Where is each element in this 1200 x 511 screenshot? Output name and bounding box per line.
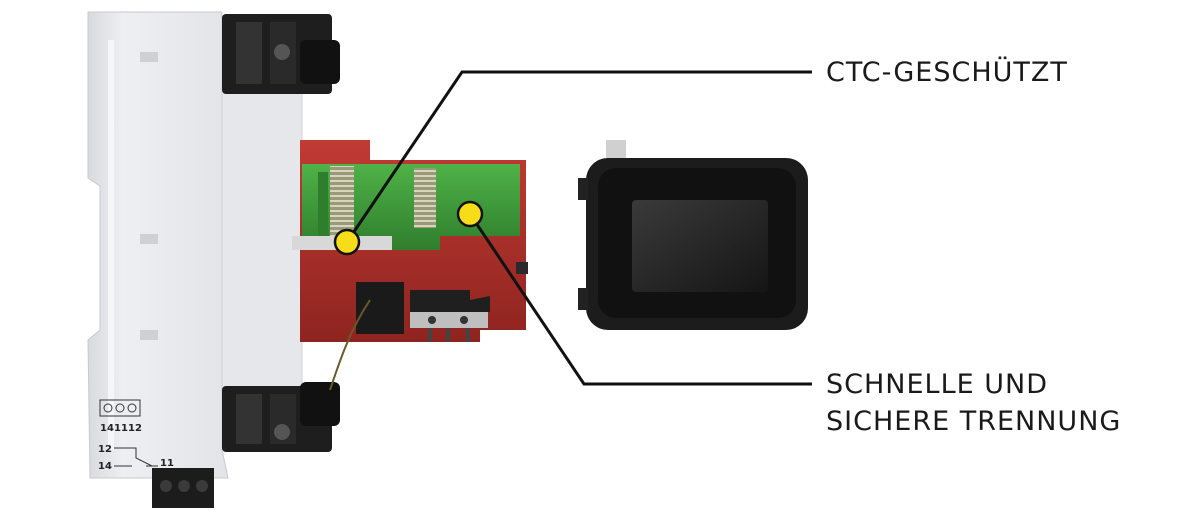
callout-trennung-line-2: SICHERE TRENNUNG [826,406,1122,437]
terminal-markings: 14 11 12 12 14 11 [98,399,174,472]
terminal-block-top [222,14,340,94]
marker-ctc [333,228,361,256]
connector-plug [152,468,214,508]
callout-label-trennung: SCHNELLE UND SICHERE TRENNUNG [826,366,1121,440]
micro-switch [410,290,490,342]
terminal-block-bottom [222,382,340,452]
wire [329,299,371,391]
leader-lines [345,70,812,386]
spring-right [414,168,436,228]
schematic-label-14: 14 [98,461,112,472]
indicator-window [578,140,808,330]
callout-trennung-line-1: SCHNELLE UND [826,369,1049,400]
leader-line-trennung [468,213,812,386]
callout-label-ctc: CTC-GESCHÜTZT [826,54,1068,91]
housing [87,11,303,479]
terminal-label-14: 14 [100,423,114,434]
terminal-label-12: 12 [128,423,142,434]
leader-line-ctc [345,70,812,243]
schematic-label-12: 12 [98,444,112,455]
spring-left [330,166,354,236]
terminal-label-11: 11 [114,423,128,434]
schematic-label-11: 11 [160,458,174,469]
callout-ctc-line-1: CTC-GESCHÜTZT [826,57,1068,88]
marker-trennung [456,200,484,228]
